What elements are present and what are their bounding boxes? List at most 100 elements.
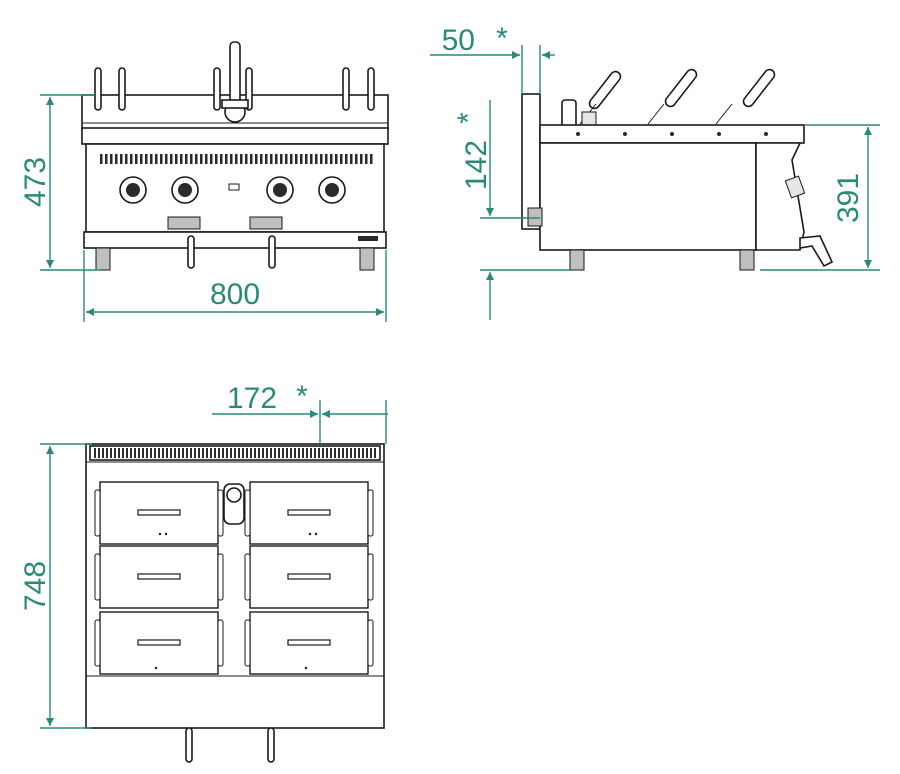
vent-slot — [160, 154, 163, 164]
vent-slot — [170, 448, 172, 458]
vent-slot — [325, 154, 328, 164]
vent-slot — [215, 154, 218, 164]
vent-slot — [200, 154, 203, 164]
vent-slot — [100, 154, 103, 164]
vent-slot — [185, 154, 188, 164]
vent-slot — [302, 448, 304, 458]
vent-slot — [350, 448, 352, 458]
front-water-tap — [221, 41, 249, 123]
vent-slot — [330, 448, 332, 458]
vent-slot — [322, 448, 324, 458]
vent-slot — [134, 448, 136, 458]
vent-slot — [145, 154, 148, 164]
vent-slot — [265, 154, 268, 164]
vent-slot — [150, 154, 153, 164]
vent-slot — [210, 448, 212, 458]
front-leg-right — [359, 247, 375, 271]
front-knobs — [119, 176, 346, 204]
vent-slot — [246, 448, 248, 458]
vent-slot — [220, 154, 223, 164]
vent-slot — [186, 448, 188, 458]
vent-slot — [178, 448, 180, 458]
vent-slot — [180, 154, 183, 164]
dim-top-depth-label: 748 — [19, 561, 52, 611]
vent-slot — [330, 154, 333, 164]
vent-slot — [154, 448, 156, 458]
vent-slot — [346, 448, 348, 458]
dim-top-offset-star: * — [296, 380, 308, 413]
vent-slot — [102, 448, 104, 458]
basket-1-2 — [94, 545, 224, 609]
side-view — [521, 39, 834, 271]
vent-slot — [126, 448, 128, 458]
vent-slot — [306, 448, 308, 458]
vent-slot — [282, 448, 284, 458]
vent-slot — [290, 154, 293, 164]
vent-slot — [350, 154, 353, 164]
vent-slot — [315, 154, 318, 164]
basket-handle-slot — [287, 639, 331, 646]
vent-slot — [262, 448, 264, 458]
top-tap — [223, 483, 245, 525]
basket-handle-slot — [287, 573, 331, 580]
vent-slot — [255, 154, 258, 164]
top-vent-slots — [94, 448, 376, 458]
front-plinth — [83, 231, 387, 249]
vent-slot — [155, 154, 158, 164]
vent-slot — [214, 448, 216, 458]
vent-slot — [374, 448, 376, 458]
vent-slot — [162, 448, 164, 458]
front-top-surface — [81, 127, 389, 145]
vent-slot — [258, 448, 260, 458]
vent-slot — [130, 154, 133, 164]
vent-slot — [310, 154, 313, 164]
vent-slot — [305, 154, 308, 164]
vent-slot — [345, 154, 348, 164]
vent-slot — [140, 154, 143, 164]
vent-slot — [205, 154, 208, 164]
vent-slot — [165, 154, 168, 164]
basket-2-1 — [244, 481, 374, 545]
dim-front-height-label: 473 — [19, 157, 52, 207]
vent-slot — [366, 448, 368, 458]
dim-side-top-offset-star: * — [496, 22, 508, 55]
vent-slot — [158, 448, 160, 458]
vent-slot — [290, 448, 292, 458]
dim-side-mid: 142 * — [452, 100, 570, 320]
vent-slot — [94, 448, 96, 458]
vent-slot — [195, 154, 198, 164]
vent-slot — [98, 448, 100, 458]
vent-slot — [242, 448, 244, 458]
basket-2-2 — [244, 545, 374, 609]
dim-side-mid-star: * — [452, 112, 485, 124]
vent-slot — [320, 154, 323, 164]
vent-slot — [355, 154, 358, 164]
vent-slot — [245, 154, 248, 164]
dim-front-height: 473 — [19, 94, 100, 271]
dim-side-height: 391 — [760, 124, 880, 271]
vent-slot — [318, 448, 320, 458]
vent-slot — [175, 154, 178, 164]
vent-slot — [120, 154, 123, 164]
dim-side-height-label: 391 — [832, 173, 865, 223]
basket-handle-slot — [137, 573, 181, 580]
basket-1-1 — [94, 481, 224, 545]
vent-slot — [226, 448, 228, 458]
vent-slot — [370, 448, 372, 458]
vent-slot — [222, 448, 224, 458]
vent-slot — [294, 448, 296, 458]
vent-slot — [105, 154, 108, 164]
vent-slot — [278, 448, 280, 458]
vent-slot — [206, 448, 208, 458]
vent-slot — [250, 448, 252, 458]
vent-slot — [170, 154, 173, 164]
vent-slot — [310, 448, 312, 458]
basket-1-3 — [94, 611, 224, 675]
vent-slot — [360, 154, 363, 164]
side-basket-handles — [579, 68, 776, 127]
vent-slot — [260, 154, 263, 164]
vent-slot — [198, 448, 200, 458]
vent-slot — [230, 448, 232, 458]
vent-slot — [335, 154, 338, 164]
vent-slot — [115, 154, 118, 164]
